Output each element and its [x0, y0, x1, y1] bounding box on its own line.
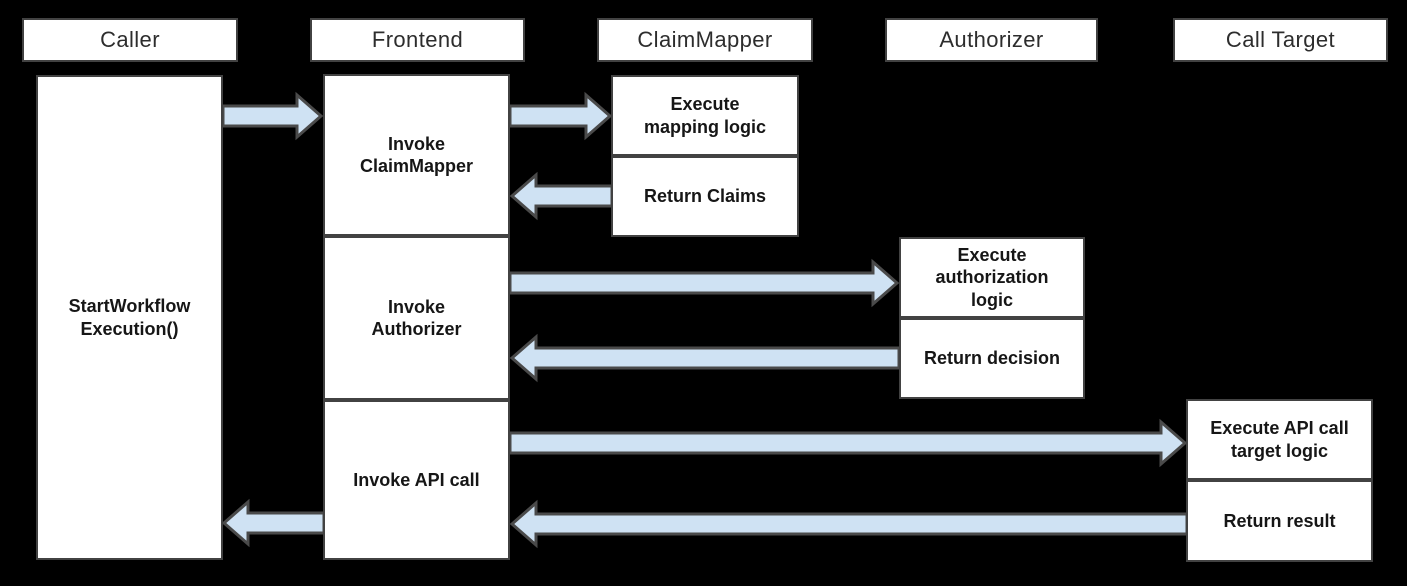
- box-execute-mapping-logic: Execute mapping logic: [611, 75, 799, 156]
- box-return-result: Return result: [1186, 480, 1373, 562]
- arrow-frontend-to-calltarget: [508, 418, 1188, 468]
- box-execute-api-call-target-logic: Execute API call target logic: [1186, 399, 1373, 480]
- lifeline-header-authorizer: Authorizer: [885, 18, 1098, 62]
- box-invoke-claimmapper: Invoke ClaimMapper: [323, 74, 510, 236]
- arrow-caller-to-frontend: [221, 91, 324, 141]
- lifeline-header-call-target: Call Target: [1173, 18, 1388, 62]
- lifeline-header-frontend: Frontend: [310, 18, 525, 62]
- arrow-calltarget-to-frontend: [509, 499, 1189, 549]
- lifeline-header-caller: Caller: [22, 18, 238, 62]
- box-invoke-authorizer: Invoke Authorizer: [323, 236, 510, 400]
- arrow-frontend-to-authorizer: [508, 258, 900, 308]
- arrow-authorizer-to-frontend: [509, 333, 901, 383]
- lifeline-header-claimmapper: ClaimMapper: [597, 18, 813, 62]
- box-invoke-api-call: Invoke API call: [323, 400, 510, 560]
- arrow-frontend-to-claimmapper: [508, 91, 613, 141]
- box-return-decision: Return decision: [899, 318, 1085, 399]
- arrow-frontend-to-caller: [221, 498, 326, 548]
- box-return-claims: Return Claims: [611, 156, 799, 237]
- box-execute-authorization-logic: Execute authorization logic: [899, 237, 1085, 318]
- box-start-workflow-execution: StartWorkflow Execution(): [36, 75, 223, 560]
- arrow-claimmapper-to-frontend: [509, 171, 614, 221]
